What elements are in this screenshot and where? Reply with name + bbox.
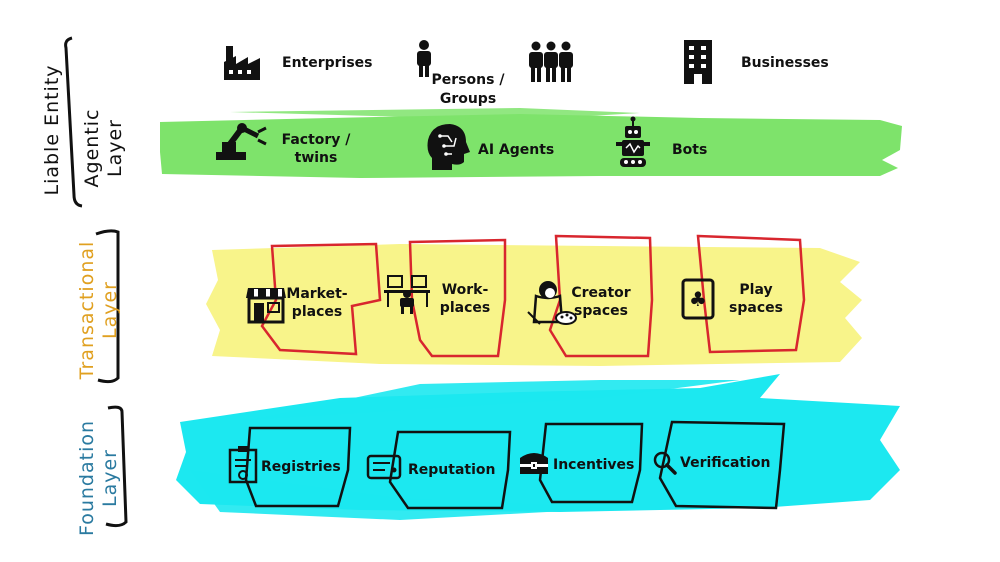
foundation-layer-label-2: Layer [99,449,121,507]
agentic-layer-label-2: Layer [104,119,126,177]
foundation-boxes [244,420,786,510]
treasure-chest-icon [520,453,548,474]
marketplaces-label-2: places [292,304,342,320]
transactional-layer-label: Transactional [76,241,98,381]
workplaces-box [408,238,507,358]
agentic-layer-label: Agentic [81,109,103,188]
factory-twins-label-2: twins [295,150,338,166]
registries-box [244,426,352,508]
registries-label: Registries [261,459,341,475]
transactional-band [206,244,862,366]
transactional-boxes [260,234,806,358]
id-card-icon [366,454,402,480]
person-icon [417,40,431,77]
robot-arm-icon [216,123,267,160]
certificate-icon [228,446,258,484]
reputation-label: Reputation [408,462,495,478]
play-spaces-box [696,234,806,354]
play-spaces-label: Play [739,282,772,298]
painter-icon [527,281,577,325]
bots-label: Bots [672,142,707,158]
foundation-layer-label: Foundation [76,420,98,536]
group-icon [529,41,573,82]
playing-card-icon: ♣ [681,278,715,320]
workplaces-label: Work- [442,282,489,298]
building-icon [684,40,712,84]
creator-spaces-box [548,234,654,358]
foundation-band [176,374,900,520]
enterprises-label: Enterprises [282,55,373,71]
reputation-box [388,430,512,510]
storefront-icon [246,288,286,324]
svg-text:♣: ♣ [689,287,707,311]
persons-groups-label-2: Groups [440,91,496,107]
transactional-bracket [95,229,120,384]
incentives-label: Incentives [553,457,634,473]
incentives-box [538,422,644,504]
creator-spaces-label: Creator [571,285,630,301]
ai-agents-label: AI Agents [478,142,554,158]
agentic-band [160,108,902,178]
verification-label: Verification [680,455,770,471]
liable-entity-bracket [64,36,83,208]
factory-twins-label: Factory / [282,132,352,148]
marketplaces-label: Market- [286,286,347,302]
marketplaces-box [260,242,382,356]
workspace-icon [384,275,430,314]
workplaces-label-2: places [440,300,490,316]
creator-spaces-label-2: spaces [574,303,628,319]
robot-icon [616,116,650,167]
magnifier-icon [653,451,677,475]
foundation-bracket [105,405,128,528]
factory-icon [224,46,260,80]
transactional-layer-label-2: Layer [99,281,121,339]
businesses-label: Businesses [741,55,829,71]
verification-box [658,420,786,510]
persons-groups-label: Persons / [432,72,506,88]
play-spaces-label-2: spaces [729,300,783,316]
liable-entity-label: Liable Entity [41,64,63,195]
ai-head-icon [427,124,470,170]
